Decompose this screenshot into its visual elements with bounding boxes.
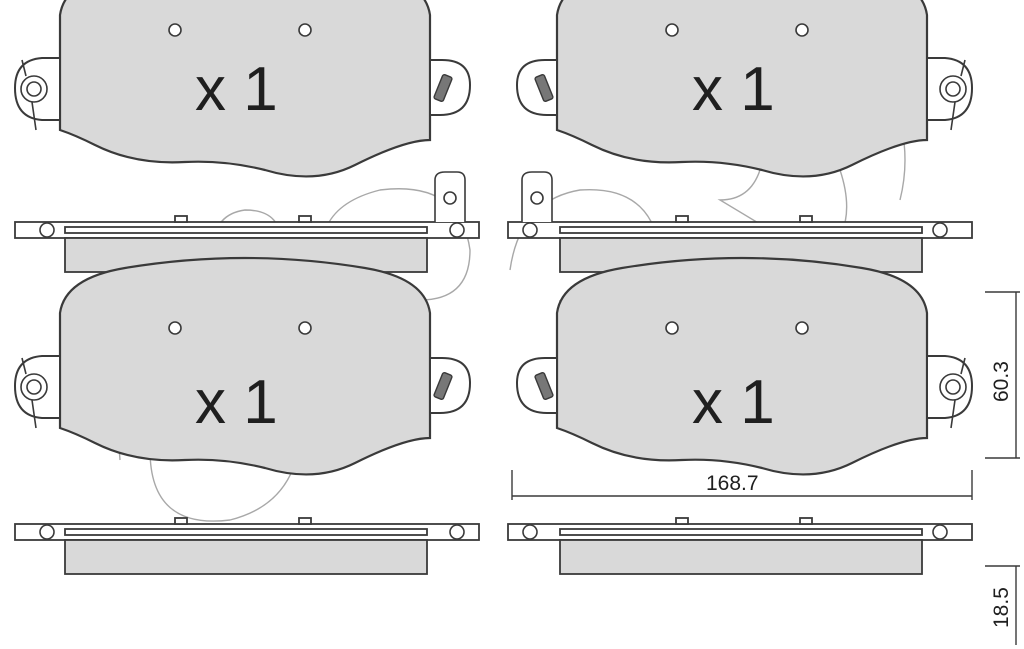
dimension-thickness: 18.5 [985,565,1020,645]
quantity-label: x 1 [195,55,278,124]
pad-top-right: x 1 [516,0,973,178]
quantity-label: x 1 [692,368,775,437]
dimension-width: 168.7 [511,470,973,500]
height-value: 60.3 [990,361,1013,402]
profile-bottom-right [507,517,973,575]
profile-top-left [14,171,480,273]
pad-top-left: x 1 [14,0,471,178]
pad-bottom-right: x 1 [516,256,973,476]
pad-bottom-left: x 1 [14,256,471,476]
thickness-value: 18.5 [990,587,1013,628]
quantity-label: x 1 [195,368,278,437]
profile-bottom-left [14,517,480,575]
profile-top-right [507,171,973,273]
dimension-height: 60.3 [985,291,1020,459]
quantity-label: x 1 [692,55,775,124]
width-value: 168.7 [706,472,759,495]
